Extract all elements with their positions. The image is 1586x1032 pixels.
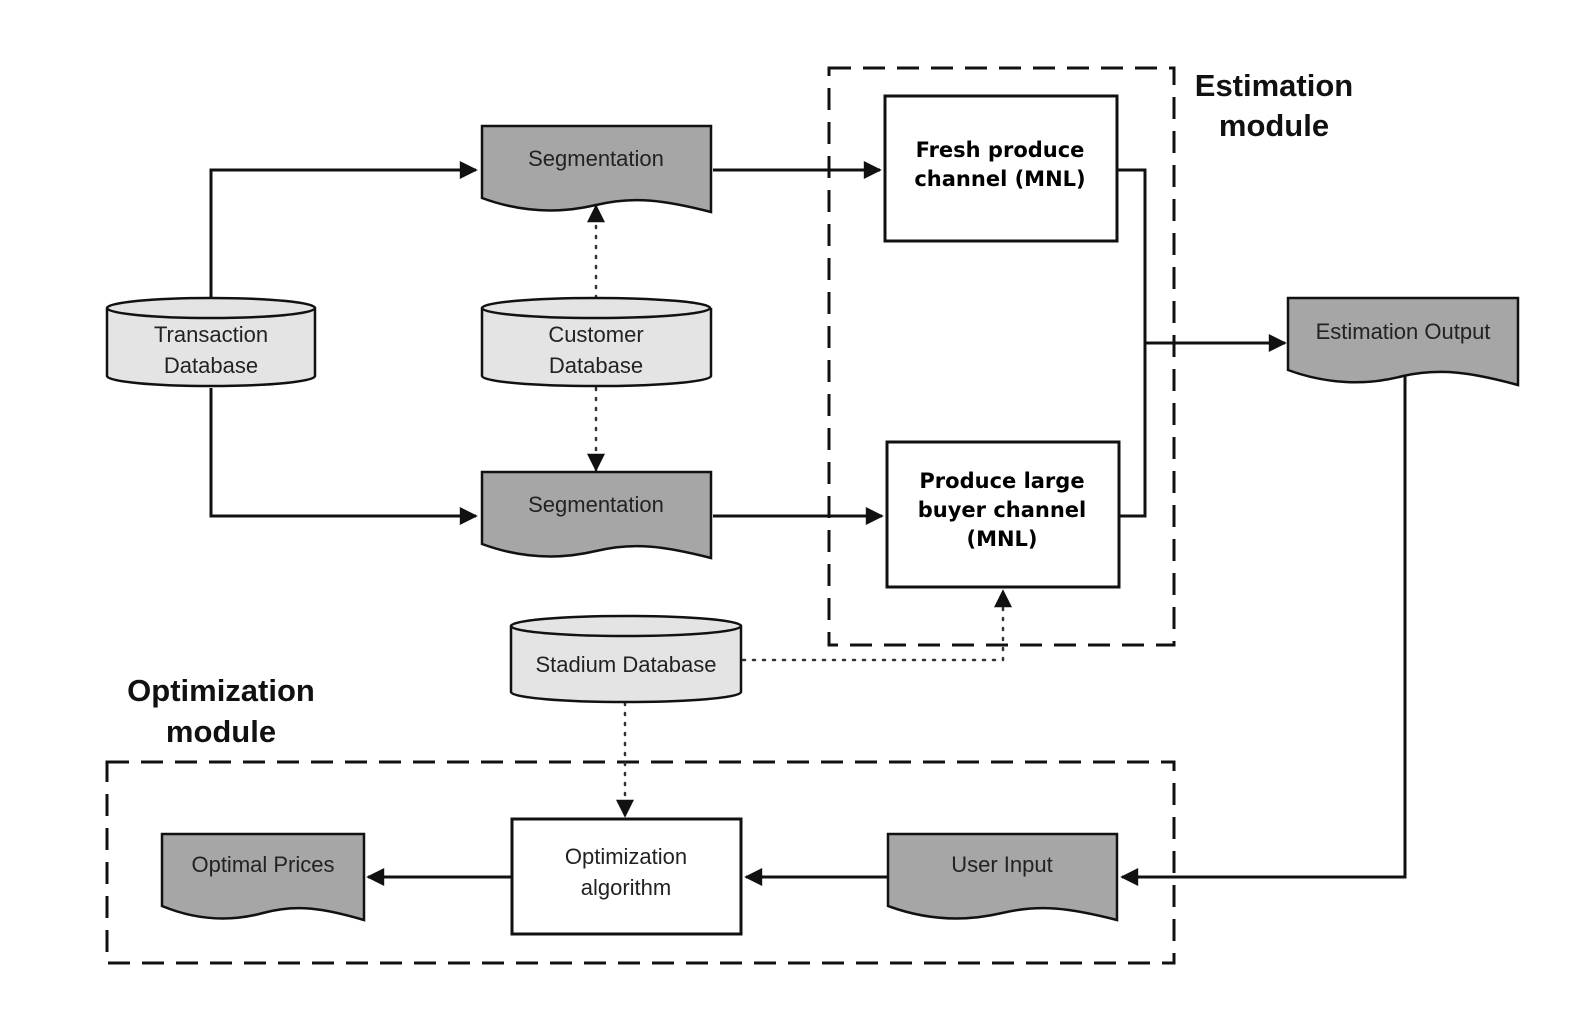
optimal-prices-shape [160, 832, 366, 922]
connector-fresh-produce-merge [1118, 168, 1147, 518]
customer-database-body [480, 308, 713, 388]
optimization-module-boundary [105, 760, 1176, 965]
segmentation-bottom-label: Segmentation [528, 492, 664, 517]
optimization-algorithm-label-line2: algorithm [581, 875, 671, 900]
customer-database: Customer Database [480, 296, 713, 388]
customer-database-label-line1: Customer [548, 322, 643, 347]
segmentation-top-shape [480, 124, 713, 214]
stadium-database-body [509, 626, 743, 704]
estimation-output-shape [1286, 296, 1520, 387]
segmentation-bottom-shape [480, 470, 713, 560]
optimization-module-title-line2: module [166, 714, 276, 749]
optimal-prices-document: Optimal Prices [160, 832, 366, 922]
segmentation-top-label: Segmentation [528, 146, 664, 171]
user-input-label: User Input [951, 852, 1053, 877]
transaction-database-top [105, 296, 317, 320]
segmentation-top-document: Segmentation [480, 124, 713, 214]
stadium-database-label: Stadium Database [536, 652, 717, 677]
customer-database-top [480, 296, 712, 320]
optimization-algorithm-rect [510, 817, 743, 936]
customer-database-label-line2: Database [549, 353, 643, 378]
transaction-database-label-line1: Transaction [154, 322, 268, 347]
transaction-database: Transaction Database [105, 296, 317, 388]
user-input-shape [886, 832, 1119, 922]
solid-connectors [209, 161, 1407, 886]
fresh-produce-channel-label-line1: Fresh produce [916, 138, 1085, 162]
estimation-output-label: Estimation Output [1316, 319, 1491, 344]
estimation-module-title-line2: module [1219, 108, 1329, 143]
large-buyer-channel-box: Produce large buyer channel (MNL) [885, 440, 1121, 589]
fresh-produce-channel-rect [883, 94, 1119, 243]
segmentation-bottom-document: Segmentation [480, 470, 713, 560]
transaction-database-body [105, 308, 317, 388]
large-buyer-channel-label-line3: (MNL) [966, 527, 1037, 551]
optimal-prices-label: Optimal Prices [191, 852, 334, 877]
estimation-module-title: Estimation [1195, 68, 1353, 103]
connector-estimation-output-to-user-input [1120, 373, 1407, 886]
connector-transaction-to-segmentation-bottom [209, 388, 478, 525]
stadium-database: Stadium Database [509, 614, 743, 704]
optimization-module-title: Optimization [127, 673, 315, 708]
stadium-database-top [509, 614, 743, 638]
dotted-connectors [587, 204, 1012, 818]
optimization-algorithm-label-line1: Optimization [565, 844, 687, 869]
optimization-algorithm-box: Optimization algorithm [510, 817, 743, 936]
transaction-database-label-line2: Database [164, 353, 258, 378]
large-buyer-channel-label-line1: Produce large [919, 469, 1084, 493]
fresh-produce-channel-label-line2: channel (MNL) [914, 167, 1085, 191]
large-buyer-channel-label-line2: buyer channel [918, 498, 1087, 522]
large-buyer-channel-rect [885, 440, 1121, 589]
connector-transaction-to-segmentation-top [209, 161, 478, 298]
estimation-output-document: Estimation Output [1286, 296, 1520, 387]
fresh-produce-channel-box: Fresh produce channel (MNL) [883, 94, 1119, 243]
dotted-stadium-to-large-buyer [741, 589, 1012, 662]
estimation-module-boundary [827, 66, 1176, 647]
user-input-document: User Input [886, 832, 1119, 922]
